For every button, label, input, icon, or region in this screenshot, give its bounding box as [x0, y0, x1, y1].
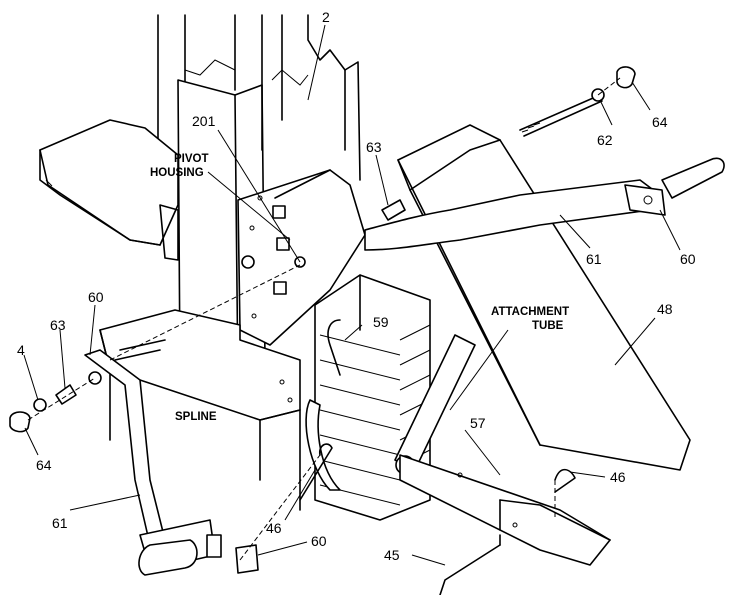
left-pull-handle	[84, 339, 222, 576]
callout-4: 4	[17, 342, 25, 358]
callout-61-left: 61	[52, 515, 68, 531]
callout-labels: 2 201 63 62 64 61 60 48 59 57 46 45 60 4…	[17, 9, 696, 563]
rod-62	[381, 66, 636, 221]
pivot-housing-label-line2: HOUSING	[150, 167, 204, 179]
leader-lines	[23, 24, 681, 566]
callout-46-right: 46	[610, 469, 626, 485]
callout-61-right: 61	[586, 251, 602, 267]
pivot-housing-label-line1: PIVOT	[174, 153, 209, 165]
callout-59: 59	[373, 314, 389, 330]
callout-62: 62	[597, 132, 613, 148]
callout-60-left: 60	[88, 289, 104, 305]
callout-60-bottom: 60	[311, 533, 327, 549]
pin-45	[439, 544, 501, 595]
housing-bolt-upper	[272, 205, 286, 219]
upper-right-arm	[364, 157, 725, 251]
attachment-tube-label-line1: ATTACHMENT	[491, 306, 569, 318]
grip-end-60	[235, 544, 259, 574]
callout-63-left: 63	[50, 317, 66, 333]
callout-48: 48	[657, 301, 673, 317]
callout-45: 45	[384, 547, 400, 563]
callout-63-top: 63	[366, 139, 382, 155]
callout-2: 2	[322, 9, 330, 25]
spline-crossbar	[99, 309, 301, 511]
callout-64-top: 64	[652, 114, 668, 130]
nut-4	[33, 398, 47, 412]
spring-63-left	[55, 384, 77, 405]
spline-label: SPLINE	[175, 411, 217, 423]
callout-64-left: 64	[36, 457, 52, 473]
attachment-tube-label-line2: TUBE	[532, 320, 564, 332]
bottom-parts	[235, 443, 576, 595]
left-arm-pad	[39, 119, 179, 261]
housing-bolt-middle	[276, 237, 290, 251]
callout-57: 57	[470, 415, 486, 431]
end-cap-64-top	[616, 66, 636, 89]
callout-201: 201	[192, 113, 216, 129]
housing-pin	[241, 255, 255, 269]
left-small-parts	[9, 384, 77, 433]
attachment-tube-assembly	[394, 334, 611, 566]
alignment-lines	[27, 77, 621, 561]
spring-63-top	[381, 199, 406, 221]
housing-bolt-lower	[273, 281, 287, 295]
callout-60-right: 60	[680, 251, 696, 267]
end-cap-64-left	[9, 411, 31, 433]
large-pad	[397, 124, 691, 471]
callout-46-bottom: 46	[266, 520, 282, 536]
